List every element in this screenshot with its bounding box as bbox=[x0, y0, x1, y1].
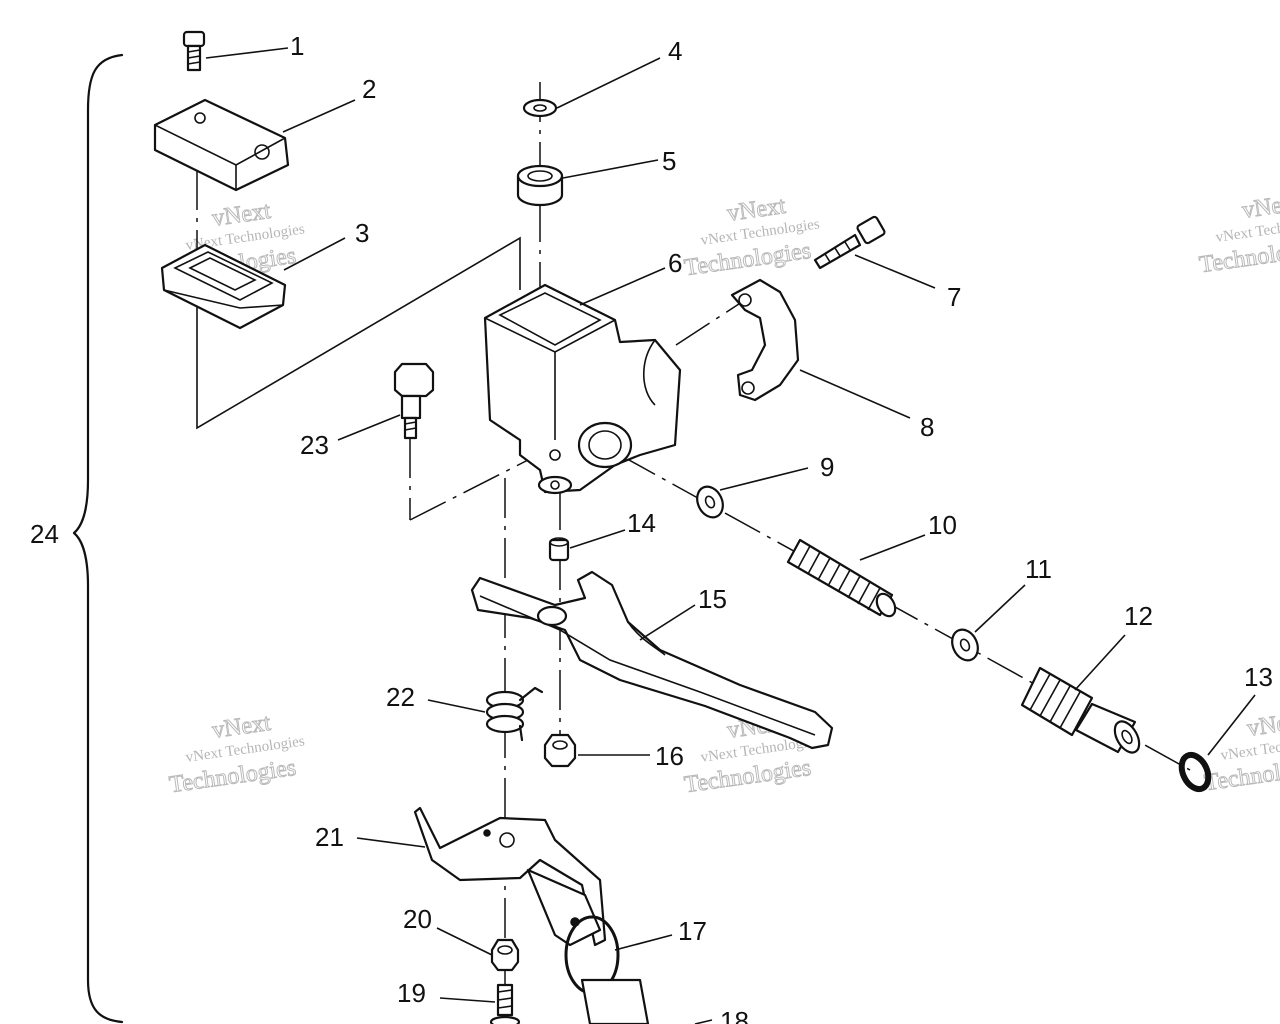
part-reservoir-cover-2 bbox=[153, 98, 290, 192]
callout-21: 21 bbox=[315, 822, 344, 852]
callout-3: 3 bbox=[355, 218, 369, 248]
part-washer-9 bbox=[696, 485, 724, 519]
callout-18: 18 bbox=[720, 1006, 749, 1024]
callout-1: 1 bbox=[290, 31, 304, 61]
callout-labels: 1 2 3 4 5 6 7 8 9 10 11 12 13 14 15 16 1… bbox=[30, 31, 1273, 1024]
callout-20: 20 bbox=[403, 904, 432, 934]
part-washer-4 bbox=[522, 98, 558, 118]
part-bushing-5 bbox=[516, 164, 564, 207]
part-master-cylinder-body-6 bbox=[483, 283, 682, 495]
part-spring-10 bbox=[786, 538, 897, 618]
watermark: vNext vNext Technologies Technologies bbox=[167, 709, 306, 798]
callout-15: 15 bbox=[698, 584, 727, 614]
part-torsion-spring-22 bbox=[485, 686, 544, 742]
watermark-vnext: vNext bbox=[1241, 190, 1280, 224]
part-o-ring-13 bbox=[1178, 751, 1212, 793]
callout-10: 10 bbox=[928, 510, 957, 540]
callout-16: 16 bbox=[655, 741, 684, 771]
callout-17: 17 bbox=[678, 916, 707, 946]
callout-13: 13 bbox=[1244, 662, 1273, 692]
part-washer-11 bbox=[951, 628, 979, 662]
part-screw-1 bbox=[182, 30, 206, 72]
callout-11: 11 bbox=[1025, 554, 1052, 584]
callout-23: 23 bbox=[300, 430, 329, 460]
part-bracket-21 bbox=[413, 806, 607, 947]
callout-22: 22 bbox=[386, 682, 415, 712]
centerline-bolt-23-b bbox=[409, 459, 529, 521]
part-screw-19 bbox=[489, 983, 521, 1024]
watermark-vnext: vNext bbox=[1246, 708, 1280, 742]
part-piston-12 bbox=[1020, 666, 1141, 754]
part-diaphragm-3 bbox=[160, 243, 287, 330]
part-handlebar-clamp-8 bbox=[730, 278, 800, 402]
callout-9: 9 bbox=[820, 452, 834, 482]
assembly-brace bbox=[72, 53, 124, 1024]
part-switch-17 bbox=[526, 868, 650, 1024]
callout-2: 2 bbox=[362, 74, 376, 104]
callout-7: 7 bbox=[947, 282, 961, 312]
part-brake-lever-15 bbox=[470, 570, 834, 750]
centerline-cover-to-body bbox=[196, 236, 521, 430]
part-nut-16 bbox=[543, 733, 577, 768]
centerline-clamp bbox=[675, 299, 746, 346]
centerlines bbox=[196, 82, 1191, 1024]
callout-4: 4 bbox=[668, 36, 682, 66]
callout-12: 12 bbox=[1124, 601, 1153, 631]
part-pivot-bolt-23 bbox=[393, 362, 435, 440]
part-bushing-14 bbox=[548, 537, 570, 562]
callout-14: 14 bbox=[627, 508, 656, 538]
leader-lines bbox=[205, 47, 1256, 1024]
watermark: vNext vNext Technologies Technologies bbox=[1197, 189, 1280, 278]
callout-6: 6 bbox=[668, 248, 682, 278]
callout-19: 19 bbox=[397, 978, 426, 1008]
callout-24: 24 bbox=[30, 519, 59, 549]
part-nut-20 bbox=[490, 938, 520, 972]
watermark: vNext vNext Technologies Technologies bbox=[682, 192, 821, 281]
callout-5: 5 bbox=[662, 146, 676, 176]
callout-8: 8 bbox=[920, 412, 934, 442]
part-clamp-bolt-7 bbox=[813, 215, 886, 270]
